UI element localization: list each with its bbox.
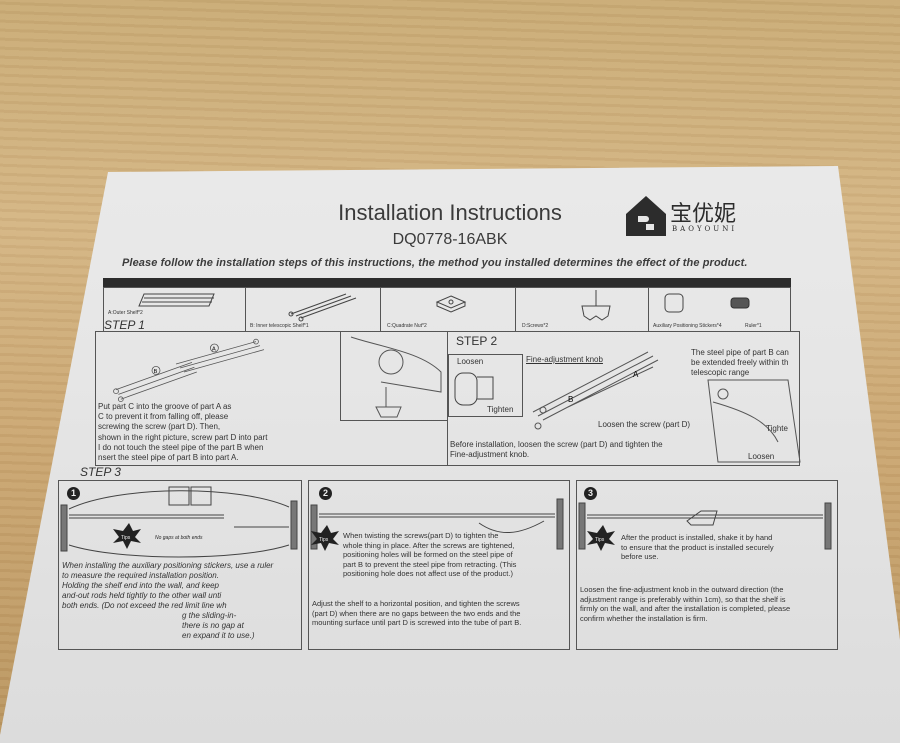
step3-2-tip-text: When twisting the screws(part D) to tigh… — [343, 531, 517, 578]
sticker-placement-illustration: Tips — [60, 486, 298, 558]
loosen-screw-label: Loosen the screw (part D) — [598, 420, 691, 429]
model-number: DQ0778-16ABK — [392, 231, 508, 248]
part-b-marker: B — [568, 395, 573, 404]
loosen-label: Loosen — [457, 357, 484, 366]
step3-label: STEP 3 — [80, 465, 121, 479]
step2-panel: STEP 2 Loosen Tighten Fine-adjustment kn… — [447, 331, 801, 466]
step2-label: STEP 2 — [456, 334, 498, 348]
part-a-marker: A — [212, 346, 216, 352]
logo-latin: BAOYOUNI — [672, 225, 738, 233]
step3-panel-2: 2 Tips When twisting the screws(part D) … — [308, 480, 570, 650]
part-b-marker: B — [154, 369, 158, 375]
nut-icon — [435, 295, 467, 313]
tighten-label: Tighten — [487, 405, 514, 414]
part-cell-c: C:Quadrate Nut*2 — [380, 287, 516, 332]
intro-text: Please follow the installation steps of … — [122, 257, 748, 269]
no-gaps-caption: No gaps at both ends — [155, 535, 203, 541]
knob-label: Fine-adjustment knob — [526, 355, 603, 364]
detail-picture — [340, 331, 448, 421]
shelf-extension-illustration: A B — [532, 351, 659, 430]
tighten-label-2: Tighte — [766, 424, 788, 433]
shake-test-illustration: Tips — [578, 502, 832, 551]
svg-text:Tips: Tips — [121, 535, 131, 541]
part-label: A:Outer Shelf*2 — [108, 310, 143, 316]
logo-chinese: 宝优妮 — [670, 202, 737, 227]
part-label: Auxiliary Positioning Stickers*4 — [653, 323, 722, 329]
tips-burst-icon — [113, 523, 141, 549]
outer-shelf-icon — [138, 293, 215, 307]
inner-shelf-icon — [288, 293, 357, 322]
step-number-badge: 3 — [584, 487, 597, 500]
step3-1-text-overlap: Holding the shelf end into the wall, and… — [62, 581, 227, 610]
part-cell-accessories: Auxiliary Positioning Stickers*4 Ruler*1 — [648, 287, 791, 332]
svg-text:Tips: Tips — [319, 537, 329, 543]
part-a-marker: A — [633, 370, 639, 379]
step3-3-tip-text: After the product is installed, shake it… — [621, 533, 774, 561]
screw-icon — [581, 290, 611, 321]
ruler-icon — [730, 297, 750, 309]
step3-panel-3: 3 Tips After the product is installed, s… — [576, 480, 838, 650]
step3-3-main-text: Loosen the fine-adjustment knob in the o… — [580, 585, 791, 623]
loosen-label-2: Loosen — [748, 452, 775, 461]
part-label: C:Quadrate Nut*2 — [387, 323, 427, 329]
step1-label: STEP 1 — [104, 318, 145, 332]
sticker-icon — [664, 293, 684, 313]
brand-logo: 宝优妮 BAOYOUNI — [624, 194, 794, 240]
step3-panel-1: 1 Tips No gaps at both ends When install… — [58, 480, 302, 650]
pipe-detail-illustration — [707, 379, 801, 463]
shelf-assembly-illustration: A B — [113, 338, 265, 403]
tighten-screw-illustration: Tips — [310, 498, 564, 551]
step1-text-right: shown in the right picture, screw part D… — [98, 433, 268, 462]
step3-1-text: When installing the auxiliary positionin… — [62, 561, 298, 641]
step2-text: Before installation, loosen the screw (p… — [450, 440, 663, 459]
svg-text:Tips: Tips — [595, 537, 605, 543]
part-label: B: Inner telescopic Shelf*1 — [250, 323, 309, 329]
document-title: Installation Instructions — [338, 200, 562, 225]
step3-1-text-main: When installing the auxiliary positionin… — [62, 561, 274, 580]
tips-burst-icon — [587, 525, 615, 551]
knob-illustration — [454, 372, 494, 406]
nut-screw-detail-illustration — [350, 336, 442, 418]
part-label: Ruler*1 — [745, 323, 762, 329]
knob-detail: Loosen Tighten — [448, 354, 523, 417]
part-cell-d: D:Screws*2 — [515, 287, 649, 332]
part-label: D:Screws*2 — [522, 323, 549, 329]
tips-burst-icon — [311, 525, 339, 551]
header-bar — [103, 278, 791, 287]
step1-panel: A B Put part C into the groove of part A… — [95, 331, 448, 466]
puzzle-house-icon — [626, 196, 666, 236]
step3-2-main-text: Adjust the shelf to a horizontal positio… — [312, 599, 522, 627]
part-cell-b: B: Inner telescopic Shelf*1 — [245, 287, 381, 332]
step-number-badge: 2 — [319, 487, 332, 500]
step-number-badge: 1 — [67, 487, 80, 500]
